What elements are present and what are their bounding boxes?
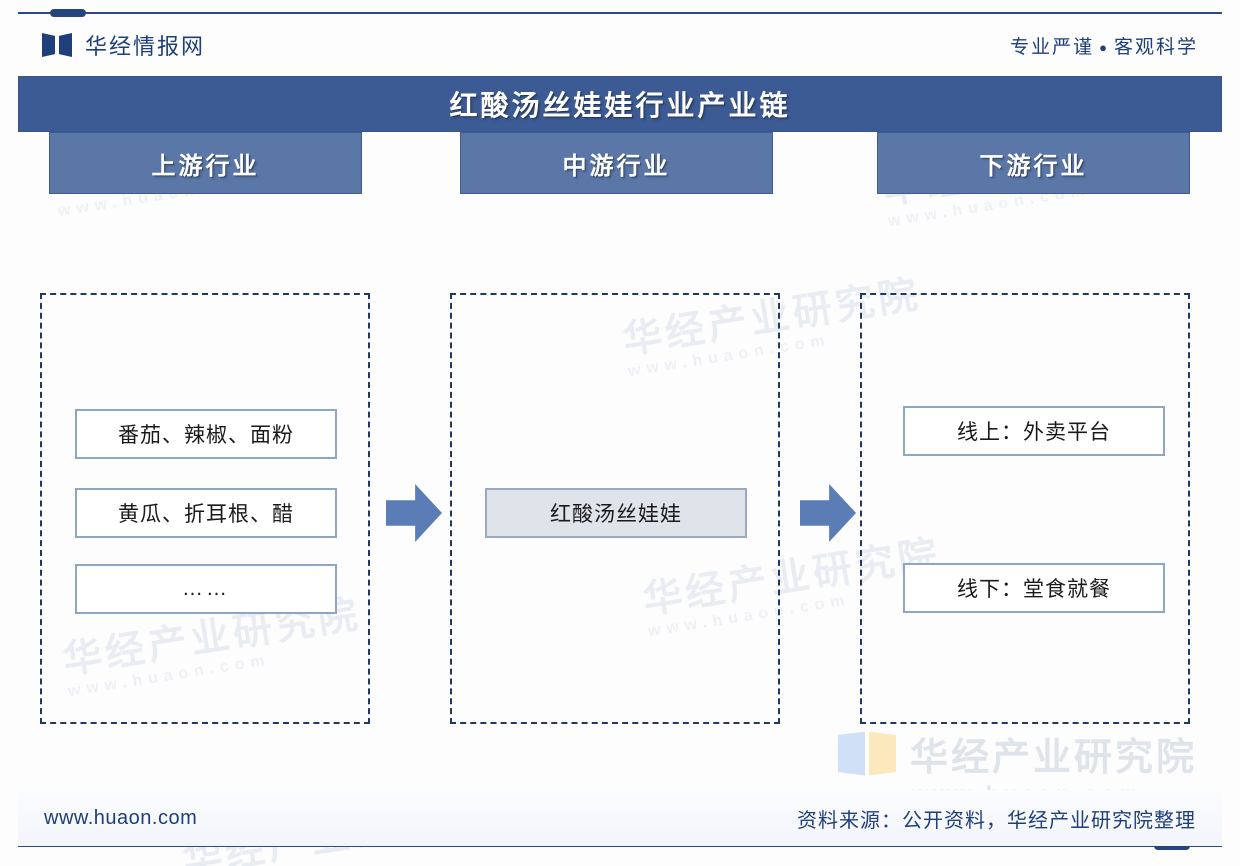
node-upstream-2: 黄瓜、折耳根、醋 — [75, 488, 337, 538]
arrow-right-icon — [800, 484, 856, 542]
value-chain-diagram: 上游行业 中游行业 下游行业 番茄、辣椒、面粉 黄瓜、折耳根、醋 …… 红酸汤丝… — [0, 132, 1240, 792]
column-header-label: 中游行业 — [562, 152, 671, 180]
brand-bar: 华经情报网 专业严谨●客观科学 — [18, 16, 1222, 74]
panel-upstream — [40, 293, 370, 724]
slogan-right: 客观科学 — [1113, 36, 1198, 58]
page-title-band: 红酸汤丝娃娃行业产业链 — [18, 76, 1222, 132]
footer: www.huaon.com 资料来源：公开资料，华经产业研究院整理 — [18, 790, 1222, 846]
footer-source-note: 资料来源：公开资料，华经产业研究院整理 — [797, 809, 1196, 832]
node-upstream-1: 番茄、辣椒、面粉 — [75, 409, 337, 459]
top-accent-rule — [18, 9, 1222, 17]
node-label: 线上：外卖平台 — [957, 421, 1111, 444]
node-downstream-2: 线下：堂食就餐 — [903, 563, 1165, 613]
footer-site-url[interactable]: www.huaon.com — [44, 806, 198, 829]
node-label: …… — [182, 577, 230, 600]
slogan: 专业严谨●客观科学 — [1010, 32, 1198, 59]
node-label: 线下：堂食就餐 — [957, 578, 1111, 601]
book-logo-icon — [42, 33, 72, 57]
bottom-accent-rule — [18, 842, 1222, 850]
brand-name: 华经情报网 — [85, 34, 206, 59]
column-header-midstream: 中游行业 — [460, 132, 773, 194]
slogan-left: 专业严谨 — [1010, 36, 1095, 58]
page-title: 红酸汤丝娃娃行业产业链 — [449, 90, 791, 121]
panel-downstream — [860, 293, 1190, 724]
column-header-label: 上游行业 — [151, 152, 260, 180]
column-header-upstream: 上游行业 — [49, 132, 362, 194]
node-upstream-3: …… — [75, 564, 337, 614]
node-midstream-1: 红酸汤丝娃娃 — [485, 488, 747, 538]
node-label: 黄瓜、折耳根、醋 — [118, 503, 294, 526]
brand: 华经情报网 — [42, 29, 205, 61]
panel-midstream — [450, 293, 780, 724]
slogan-dot-icon: ● — [1099, 39, 1109, 55]
node-downstream-1: 线上：外卖平台 — [903, 406, 1165, 456]
node-label: 番茄、辣椒、面粉 — [118, 424, 294, 447]
column-header-label: 下游行业 — [979, 152, 1088, 180]
node-label: 红酸汤丝娃娃 — [550, 503, 682, 526]
arrow-right-icon — [386, 484, 442, 542]
column-header-downstream: 下游行业 — [877, 132, 1190, 194]
